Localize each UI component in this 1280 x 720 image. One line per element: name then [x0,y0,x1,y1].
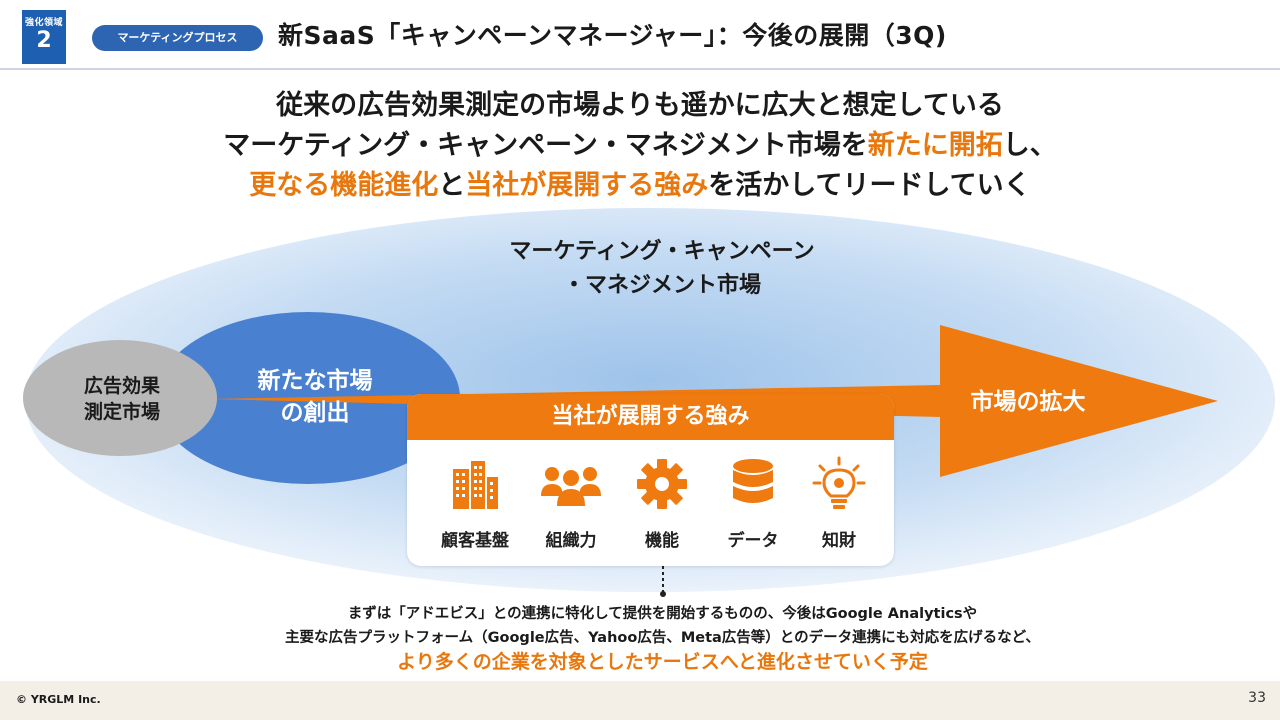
headline-text: マーケティング・キャンペーン・マネジメント市場を [223,130,868,161]
strength-label: 知財 [822,531,856,551]
market-title-line-1: マーケティング・キャンペーン [509,238,814,264]
headline-highlight: 当社が展開する強み [465,170,709,201]
headline-line-1: 従来の広告効果測定の市場よりも遥かに広大と想定している [276,90,1004,121]
footnote-highlight: より多くの企業を対象としたサービスへと進化させていく予定 [397,651,928,673]
strength-label: 組織力 [545,531,597,551]
gear-icon [617,456,707,512]
existing-market-line-2: 測定市場 [84,400,160,423]
headline-highlight: 更なる機能進化 [249,170,439,201]
strengths-title: 当社が展開する強み [407,394,894,440]
strength-ip: 知財 [794,456,884,551]
strength-customer-base: 顧客基盤 [430,456,520,551]
new-market-line-1: 新たな市場 [258,367,373,394]
footnote-line-2: 主要な広告プラットフォーム（Google広告、Yahoo広告、Meta広告等）と… [285,630,1040,646]
headline-text: と [438,170,466,201]
team-icon [526,456,616,512]
section-tag-number: 2 [36,28,52,53]
existing-market-ellipse [23,340,217,456]
section-tag: 強化領域 2 [22,10,66,64]
strength-label: データ [727,531,779,551]
market-title-line-2: ・マネジメント市場 [563,272,761,298]
footnote: まずは「アドエビス」との連携に特化して提供を開始するものの、今後はGoogle … [0,602,1280,674]
page-title: 新SaaS「キャンペーンマネージャー」：今後の展開（3Q) [278,21,947,50]
strength-features: 機能 [617,456,707,551]
page-number: 33 [1248,690,1266,706]
headline-highlight: 新たに開拓 [867,130,1003,161]
strength-label: 機能 [645,531,679,551]
section-tag-label: 強化領域 [24,18,63,28]
headline-text: し、 [1002,130,1057,161]
headline-text: を活かしてリードしていく [708,170,1031,201]
new-market-line-2: の創出 [281,400,350,426]
headline-line-3: 更なる機能進化と当社が展開する強みを活かしてリードしていく [0,166,1280,206]
lightbulb-icon [794,456,884,512]
headline-line-2: マーケティング・キャンペーン・マネジメント市場を新たに開拓し、 [0,126,1280,166]
expansion-label: 市場の拡大 [971,388,1086,415]
header-divider [0,68,1280,70]
category-pill: マーケティングプロセス [92,25,263,51]
strengths-panel: 当社が展開する強み [407,394,894,566]
footnote-line-1: まずは「アドエビス」との連携に特化して提供を開始するものの、今後はGoogle … [347,606,978,622]
copyright: © YRGLM Inc. [16,693,101,706]
strength-data: データ [708,456,798,551]
footer: © YRGLM Inc. 33 [0,681,1280,720]
connector-dot [660,591,666,597]
existing-market-line-1: 広告効果 [84,374,160,397]
database-icon [708,456,798,512]
headline: 従来の広告効果測定の市場よりも遥かに広大と想定している マーケティング・キャンペ… [0,86,1280,206]
strength-label: 顧客基盤 [441,531,509,551]
building-icon [430,456,520,512]
strength-organization: 組織力 [526,456,616,551]
